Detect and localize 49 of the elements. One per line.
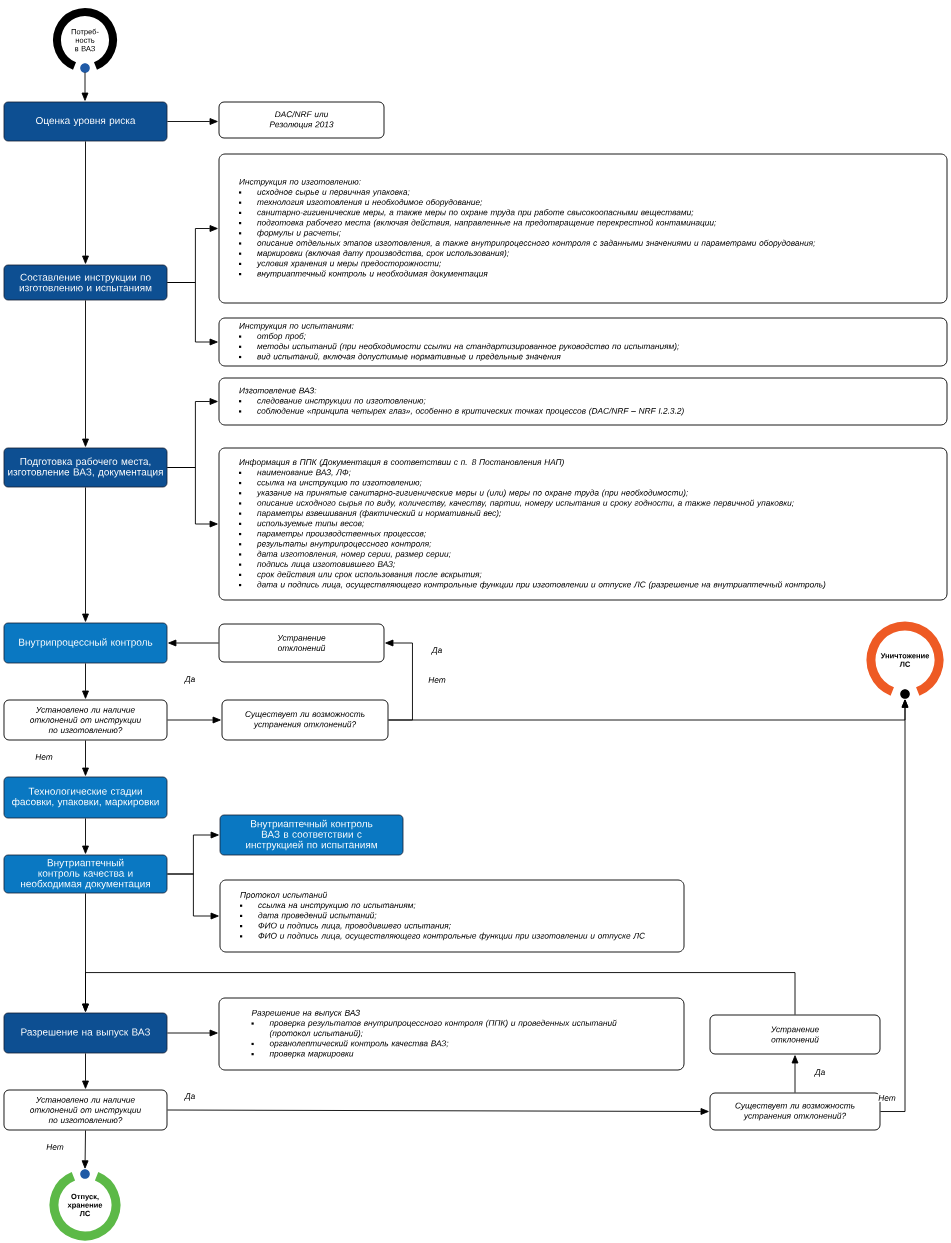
note-box: Протокол испытаний ссылка на инструкцию по испытаниям; дата проведений испытаний; ФИО и подпись лица, проводившего испытания; ФИО и подпись лица, осуществляющего контрольные функции при изготовлении и отпуске ЛС xyxy=(219,879,685,953)
note-box: Инструкция по изготовлению: исходное сырье и первичная упаковка; технология изготовления и необходимое оборудование; санитарно-гигиенические меры, а также меры по охране труда при работе свысокоопасными веществами; подготовка рабочего места (включая действия, направленные на предотвращение перекрестной контаминации; формулы и расчеты; описание отдельных этапов изготовления, а также внутрипроцессного контроля с заданными значениями и параметрами оборудования; маркировки (включая дату производства, срок использования); условия хранения и меры предосторожности; внутриаптечный контроль и необходимая документация xyxy=(218,153,948,304)
edge-label: Нет xyxy=(45,1143,65,1151)
arrow xyxy=(166,873,219,920)
process-box: Разрешение на выпуск ВАЗ xyxy=(3,1012,168,1054)
process-box: Устранение отклонений xyxy=(709,1014,881,1055)
note-box: Разрешение на выпуск ВАЗ проверка результатов внутрипроцессного контроля (ППК) и проведенных испытаний (протокол испытаний); органолептический контроль качества ВАЗ; проверка маркировки xyxy=(218,997,685,1071)
decision-box: Установлено ли наличие отклонений от инструкции по изготовлению? xyxy=(3,699,168,741)
arrow xyxy=(166,467,218,528)
edge-label: Да xyxy=(813,1068,827,1078)
arrow xyxy=(791,1055,799,1093)
arrow xyxy=(82,486,89,622)
edge-label: Да xyxy=(183,675,197,685)
edge-label: Нет xyxy=(427,676,447,684)
edge-label: Да xyxy=(183,1092,197,1102)
decision-box: Установлено ли наличие отклонений от инструкции по изготовлению? xyxy=(3,1089,168,1131)
process-box: Подготовка рабочего места, изготовление ВАЗ, документация xyxy=(3,447,168,488)
arrow xyxy=(166,282,218,346)
arrow xyxy=(168,639,219,647)
arrow xyxy=(82,740,89,776)
process-box: Устранение отклонений xyxy=(218,623,385,663)
edge-label: Да xyxy=(430,646,444,656)
arrow xyxy=(880,699,909,1112)
arrow xyxy=(82,817,89,854)
arrow xyxy=(166,1029,218,1037)
process-box: Технологические стадии фасовки, упаковки, маркировки xyxy=(3,776,168,819)
edge-label: Нет xyxy=(877,1094,897,1102)
arrow xyxy=(167,1108,709,1115)
arrow xyxy=(385,639,413,721)
arrow xyxy=(166,118,218,125)
note-box: Изготовление ВАЗ: следование инструкции по изготовлению; соблюдение «принципа четырех глаз», особенно в критических точках процессов (DAC/NRF – NRF I.2.3.2) xyxy=(218,377,948,426)
process-box: Внутрипроцессный контроль xyxy=(3,622,168,664)
process-box: DAC/NRF или Резолюция 2013 xyxy=(218,101,385,139)
arrow xyxy=(82,662,89,699)
process-box: Внутриаптечный контроль ВАЗ в соответствии с инструкцией по испытаниям xyxy=(219,814,404,856)
edge-label: Нет xyxy=(34,753,54,761)
arrow xyxy=(167,716,221,724)
arrow xyxy=(82,1052,89,1089)
note-box: Информация в ППК (Документация в соответствии с п. 8 Постановления НАП) наименование ВАЗ, ЛФ; ссылка на инструкцию по изготовлению; указание на принятые санитарно-гигиенические меры и (или) меры по охране труда (при необходимости); описание исходного сырья по виду, количеству, качеству, партии, номеру испытания и сроку годности, а также первичной упаковки; параметры взвешивания (фактический и нормативный вес); используемые типы весов; параметры производственных процессов; результаты внутрипроцессного контроля; дата изготовления, номер серии, размер серии; подпись лица изготовившего ВАЗ; срок действия или срок использования после вскрытия; дата и подпись лица, осуществляющего контрольные функции при изготовлении и отпуске ЛС (разрешение на внутриаптечный контроль) xyxy=(218,447,948,601)
arrow xyxy=(82,299,89,447)
arrow xyxy=(82,140,89,264)
process-box: Внутриаптечный контроль качества и необходимая документация xyxy=(3,854,168,894)
arrow xyxy=(81,71,89,101)
arrow xyxy=(81,1130,89,1169)
process-box: Составление инструкции по изготовлению и испытаниям xyxy=(3,264,168,301)
process-box: Оценка уровня риска xyxy=(3,101,168,142)
arrow xyxy=(82,972,796,1015)
decision-box: Существует ли возможность устранения отклонений? xyxy=(221,699,389,741)
note-box: Инструкция по испытаниям: отбор проб; методы испытаний (при необходимости ссылки на стандартизированное руководство по испытаниям); вид испытаний, включая допустимые нормативные и предельные значения xyxy=(218,317,948,367)
